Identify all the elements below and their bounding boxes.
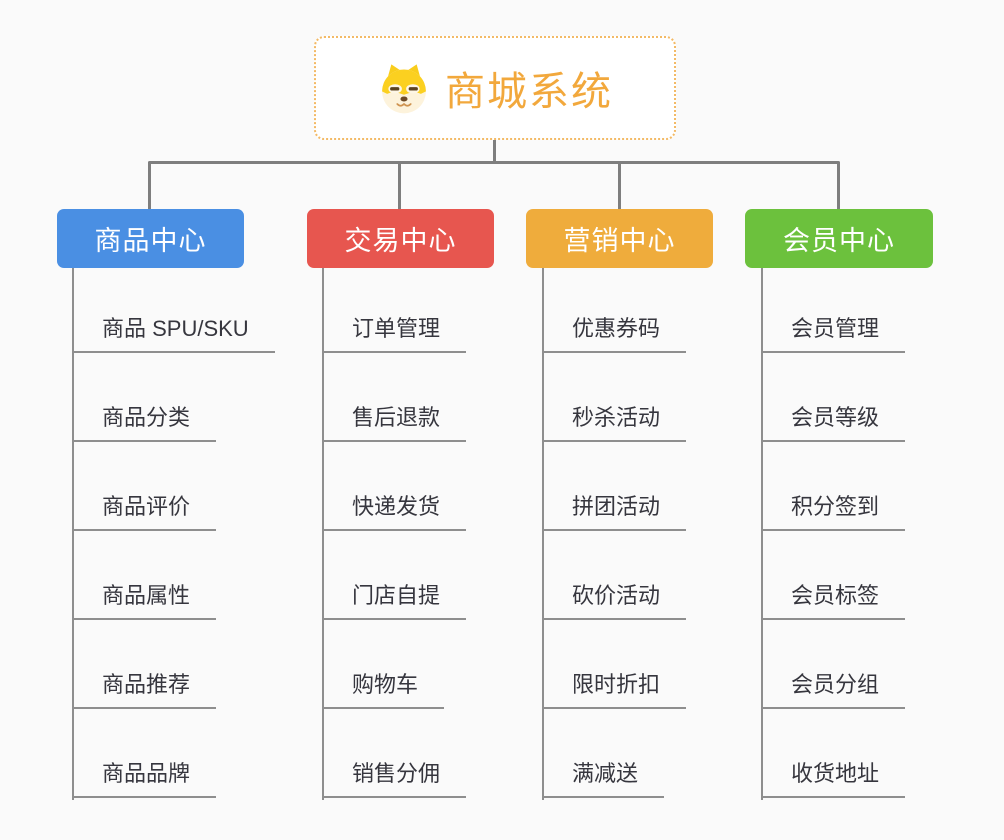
root-node[interactable]: 商城系统 xyxy=(314,36,676,140)
leaf-item[interactable]: 拼团活动 xyxy=(542,492,687,531)
leaf-item[interactable]: 秒杀活动 xyxy=(542,403,687,442)
branch-label: 会员中心 xyxy=(783,226,895,256)
branch-stub-line xyxy=(837,162,840,210)
shiba-dog-icon xyxy=(377,60,431,116)
leaf-item[interactable]: 会员标签 xyxy=(761,581,906,620)
leaf-item[interactable]: 商品 SPU/SKU xyxy=(72,314,275,353)
leaf-item[interactable]: 优惠券码 xyxy=(542,314,687,353)
leaf-item[interactable]: 购物车 xyxy=(322,670,445,709)
leaf-item[interactable]: 砍价活动 xyxy=(542,581,687,620)
leaf-item[interactable]: 收货地址 xyxy=(761,759,906,798)
leaf-item[interactable]: 商品推荐 xyxy=(72,670,217,709)
branch-spine-line xyxy=(542,268,544,800)
branch-node-member-center[interactable]: 会员中心 xyxy=(745,209,933,268)
branch-label: 商品中心 xyxy=(94,226,207,256)
leaf-item[interactable]: 商品评价 xyxy=(72,492,217,531)
leaf-item[interactable]: 会员分组 xyxy=(761,670,906,709)
leaf-item[interactable]: 订单管理 xyxy=(322,314,467,353)
leaf-item[interactable]: 会员管理 xyxy=(761,314,906,353)
branch-spine-line xyxy=(322,268,324,800)
leaf-item[interactable]: 商品分类 xyxy=(72,403,217,442)
branch-stub-line xyxy=(618,162,621,210)
horizontal-connector-line xyxy=(148,161,840,164)
leaf-item[interactable]: 售后退款 xyxy=(322,403,467,442)
leaf-item[interactable]: 商品品牌 xyxy=(72,759,217,798)
leaf-item[interactable]: 积分签到 xyxy=(761,492,906,531)
branch-node-marketing-center[interactable]: 营销中心 xyxy=(526,209,713,268)
branch-label: 营销中心 xyxy=(563,226,676,256)
leaf-item[interactable]: 销售分佣 xyxy=(322,759,467,798)
leaf-item[interactable]: 商品属性 xyxy=(72,581,217,620)
branch-spine-line xyxy=(72,268,74,800)
root-title: 商城系统 xyxy=(445,70,613,114)
leaf-item[interactable]: 限时折扣 xyxy=(542,670,687,709)
branch-stub-line xyxy=(148,162,151,210)
leaf-item[interactable]: 快递发货 xyxy=(322,492,467,531)
leaf-item[interactable]: 门店自提 xyxy=(322,581,467,620)
branch-node-product-center[interactable]: 商品中心 xyxy=(57,209,244,268)
branch-node-trade-center[interactable]: 交易中心 xyxy=(307,209,494,268)
leaf-item[interactable]: 会员等级 xyxy=(761,403,906,442)
leaf-item[interactable]: 满减送 xyxy=(542,759,665,798)
branch-spine-line xyxy=(761,268,763,800)
branch-label: 交易中心 xyxy=(344,226,457,256)
root-stub-line xyxy=(493,140,496,163)
branch-stub-line xyxy=(398,162,401,210)
